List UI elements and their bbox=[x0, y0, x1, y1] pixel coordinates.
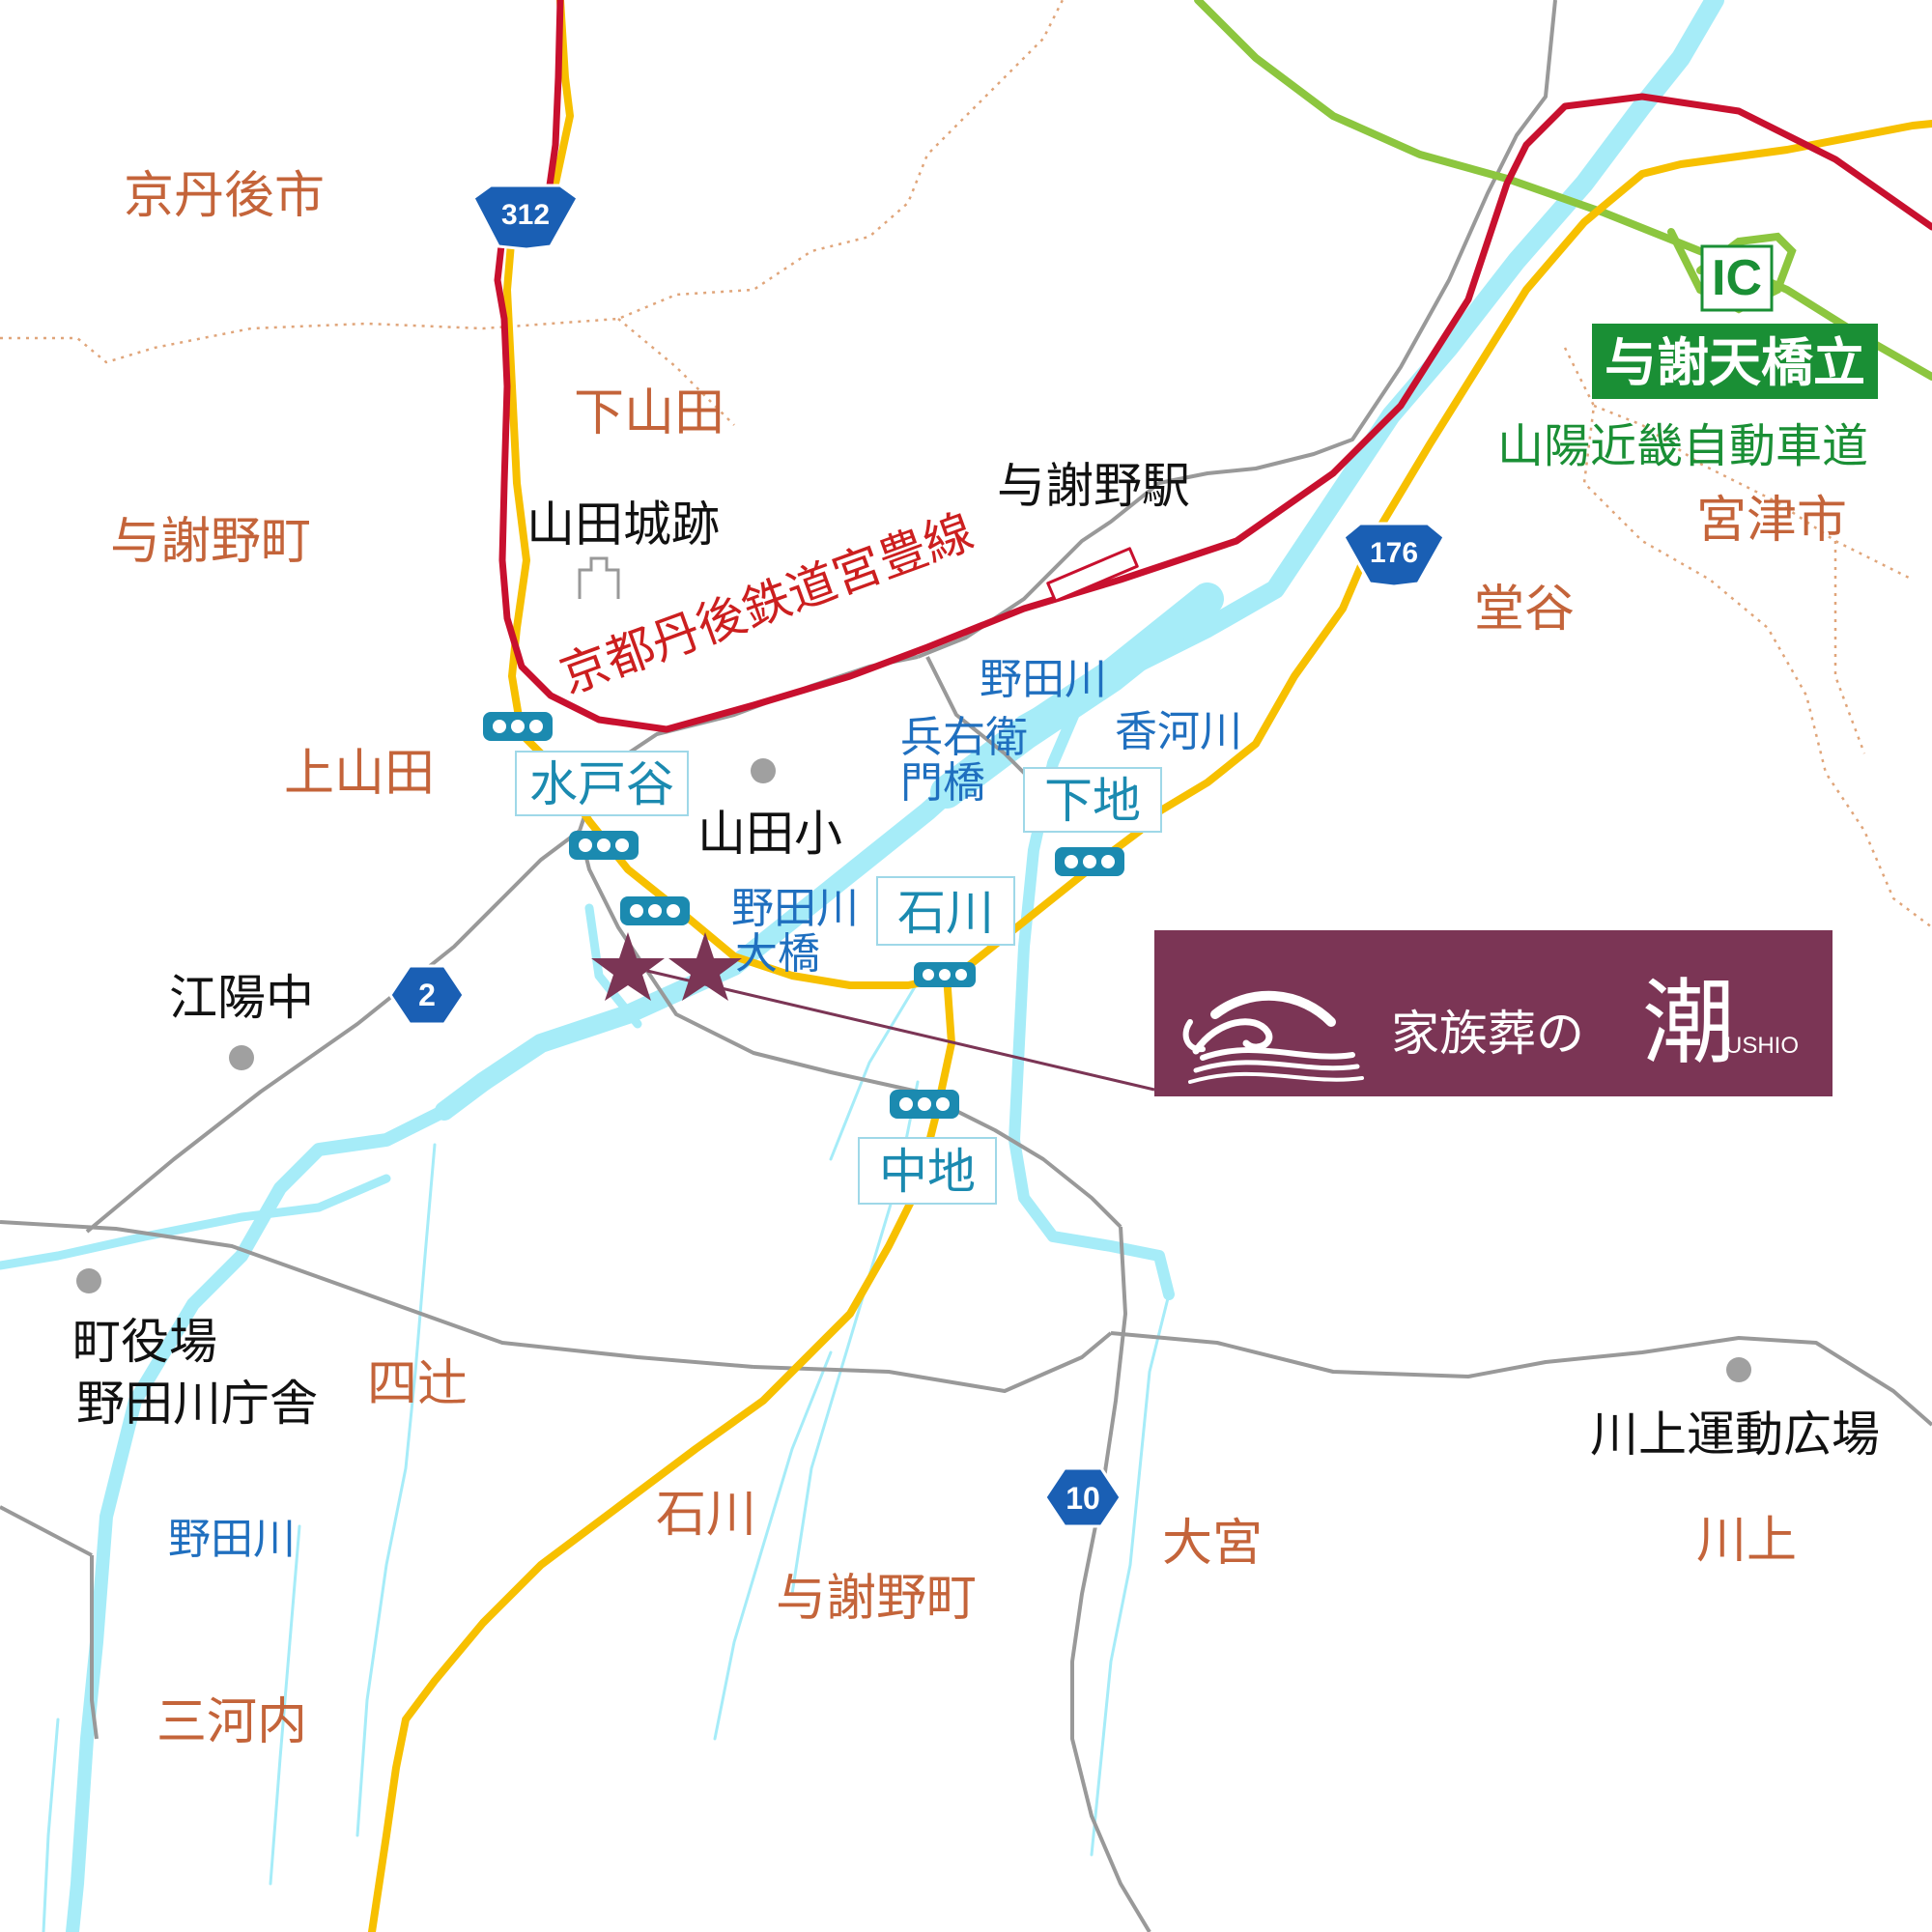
railway-line bbox=[494, 0, 1932, 733]
funeral-hall-logo: 家族葬の 潮 USHIO bbox=[1154, 930, 1833, 1096]
svg-text:与謝野駅: 与謝野駅 bbox=[997, 459, 1190, 513]
location-markers bbox=[591, 932, 1155, 1092]
svg-text:10: 10 bbox=[1065, 1481, 1100, 1516]
route-10-shield: 10 bbox=[1043, 1466, 1122, 1528]
svg-text:町役場: 町役場 bbox=[72, 1315, 217, 1369]
svg-text:野田川: 野田川 bbox=[980, 656, 1107, 703]
svg-text:野田川: 野田川 bbox=[168, 1516, 296, 1563]
ic-mark bbox=[1700, 244, 1774, 312]
route-312-shield: 312 bbox=[471, 184, 580, 251]
route-2-shield: 2 bbox=[388, 964, 466, 1026]
svg-text:大宮: 大宮 bbox=[1162, 1516, 1263, 1572]
sports-ground-dot bbox=[1726, 1357, 1751, 1382]
svg-text:香河川: 香河川 bbox=[1115, 708, 1242, 755]
town-hall-dot bbox=[76, 1268, 101, 1293]
traffic-signals bbox=[483, 712, 1124, 1119]
svg-text:江陽中: 江陽中 bbox=[169, 971, 314, 1025]
district-boundaries bbox=[0, 0, 1932, 928]
svg-text:IC: IC bbox=[1712, 250, 1762, 306]
svg-text:石川: 石川 bbox=[656, 1487, 756, 1543]
route-shields: 312 176 2 10 bbox=[388, 184, 1446, 1528]
svg-text:三河内: 三河内 bbox=[156, 1694, 307, 1750]
logo-name: 家族葬の bbox=[1391, 1007, 1584, 1061]
intersection-nakaji: 中地 bbox=[879, 1145, 976, 1199]
traffic-signal-icon bbox=[1055, 847, 1124, 876]
intersection-ishikawa: 石川 bbox=[897, 886, 994, 940]
traffic-signal-icon bbox=[914, 962, 976, 987]
svg-text:山田城跡: 山田城跡 bbox=[526, 497, 720, 552]
castle-icon bbox=[578, 556, 620, 599]
expressway-line bbox=[1194, 0, 1932, 381]
svg-text:2: 2 bbox=[418, 978, 436, 1012]
route-176-shield: 176 bbox=[1342, 522, 1446, 588]
logo-kanji: 潮 bbox=[1642, 972, 1735, 1075]
svg-text:門橋: 門橋 bbox=[900, 759, 985, 807]
yosano-station-marker bbox=[1046, 547, 1139, 603]
logo-panel bbox=[1154, 930, 1833, 1096]
location-star-icon bbox=[591, 932, 665, 1001]
traffic-signal-icon bbox=[620, 896, 690, 925]
logo-roman: USHIO bbox=[1725, 1033, 1799, 1059]
intersection-shimoji: 下地 bbox=[1044, 774, 1141, 828]
svg-text:312: 312 bbox=[501, 199, 550, 231]
svg-text:兵右衛: 兵右衛 bbox=[900, 714, 1028, 761]
svg-text:与謝野町: 与謝野町 bbox=[776, 1571, 977, 1627]
ic-name-box bbox=[1592, 324, 1878, 399]
koyo-jh-dot bbox=[229, 1045, 254, 1070]
svg-text:山田小: 山田小 bbox=[697, 807, 842, 861]
svg-text:川上: 川上 bbox=[1696, 1513, 1797, 1569]
svg-text:川上運動広場: 川上運動広場 bbox=[1590, 1407, 1880, 1462]
district-labels: 京丹後市 与謝野町 下山田 上山田 宮津市 堂谷 四辻 石川 与謝野町 大宮 川… bbox=[110, 168, 1847, 1750]
expressway-name: 山陽近畿自動車道 bbox=[1497, 421, 1868, 472]
svg-text:堂谷: 堂谷 bbox=[1474, 582, 1575, 638]
yamada-elementary-dot bbox=[751, 758, 776, 783]
svg-text:野田川庁舎: 野田川庁舎 bbox=[76, 1377, 318, 1431]
svg-text:野田川: 野田川 bbox=[731, 885, 859, 932]
svg-text:宮津市: 宮津市 bbox=[1696, 493, 1847, 549]
svg-text:与謝野町: 与謝野町 bbox=[110, 514, 311, 570]
facility-dots bbox=[76, 758, 1751, 1382]
interchange: IC 与謝天橋立 山陽近畿自動車道 bbox=[1497, 244, 1878, 472]
svg-text:四辻: 四辻 bbox=[367, 1356, 468, 1412]
svg-text:下山田: 下山田 bbox=[574, 385, 724, 441]
intersection-mitodani: 水戸谷 bbox=[529, 757, 674, 811]
traffic-signal-icon bbox=[569, 831, 639, 860]
place-labels: 山田城跡 与謝野駅 山田小 江陽中 町役場 野田川庁舎 川上運動広場 bbox=[72, 459, 1880, 1462]
wave-sun-icon bbox=[1182, 990, 1364, 1084]
location-star-icon bbox=[668, 932, 742, 1001]
traffic-signal-icon bbox=[483, 712, 553, 741]
svg-text:上山田: 上山田 bbox=[284, 746, 435, 802]
rivers bbox=[0, 0, 1724, 1932]
svg-text:大橋: 大橋 bbox=[735, 930, 820, 978]
svg-text:京丹後市: 京丹後市 bbox=[124, 168, 325, 224]
river-labels: 野田川 香河川 野田川 兵右衛 門橋 野田川 大橋 bbox=[168, 656, 1242, 1563]
svg-text:176: 176 bbox=[1370, 537, 1418, 569]
intersection-labels: 水戸谷 下地 石川 中地 bbox=[515, 751, 1162, 1205]
traffic-signal-icon bbox=[890, 1090, 959, 1119]
svg-text:与謝天橋立: 与謝天橋立 bbox=[1605, 334, 1865, 392]
